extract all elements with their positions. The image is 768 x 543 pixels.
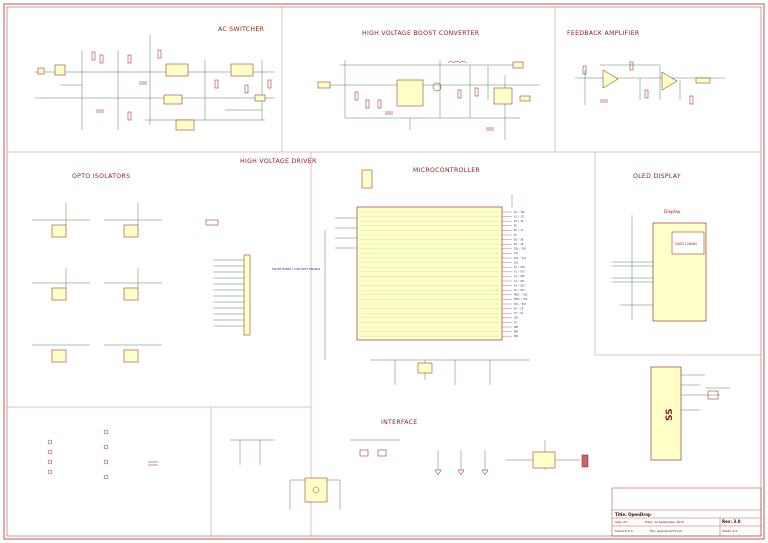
usb-logo: SS bbox=[665, 408, 675, 421]
mcu-pin-label-16: A4 / D22 bbox=[514, 284, 525, 287]
mcu-pin-label-27: PD6 bbox=[514, 335, 519, 338]
mcu-pin-label-9: D11 bbox=[514, 252, 519, 255]
front-panel-note: FRONT PANEL / USB HOST ENABLE bbox=[272, 267, 321, 271]
mcu-pin-label-11: D13 bbox=[514, 261, 519, 264]
section-dividers bbox=[7, 7, 761, 536]
title-block-kicad: KiCad E.D.A. bbox=[615, 529, 634, 533]
mcu-pin-label-10: D12 / A11 bbox=[514, 257, 527, 260]
feedback-passives bbox=[582, 61, 694, 105]
mcu-pin-label-8: D10 / A10 bbox=[514, 248, 527, 251]
mcu-pin-label-13: A1 / D19 bbox=[514, 271, 525, 274]
mcu-pin-label-20: SCK / D15 bbox=[514, 303, 527, 306]
section-title-mcu: MICROCONTROLLER bbox=[413, 167, 480, 174]
mcu-pin-label-12: A0 / D18 bbox=[514, 266, 525, 269]
feedback-circuit bbox=[575, 64, 725, 105]
isp-header bbox=[361, 169, 373, 189]
title-block-rev: Rev: 3.0 bbox=[722, 519, 741, 524]
oled-wiring bbox=[612, 215, 653, 320]
mcu-pin-label-24: SS bbox=[514, 321, 517, 324]
mcu-pin-label-1: D3 / SCL bbox=[514, 215, 525, 218]
section-title-opto: OPTO ISOLATORS bbox=[72, 173, 130, 180]
section-title-hv-driver: HIGH VOLTAGE DRIVER bbox=[240, 158, 317, 165]
interface-driver-ic bbox=[532, 451, 556, 469]
test-points bbox=[47, 429, 158, 480]
section-title-ac-switcher: AC SWITCHER bbox=[218, 26, 265, 33]
mcu-pin-label-0: D2 / SDA bbox=[514, 211, 525, 214]
oled-display-label: Display bbox=[664, 209, 681, 215]
ac-switcher-passives bbox=[91, 49, 272, 121]
mcu-pin-label-23: LED bbox=[514, 317, 519, 320]
mcu-decoupling bbox=[324, 195, 530, 385]
title-block-title: Title: OpenDrop bbox=[615, 512, 651, 517]
title-block-sheet: Sheet: 1/1 bbox=[722, 529, 738, 533]
mcu-pin-label-14: A2 / D20 bbox=[514, 275, 525, 278]
mcu-pin-label-5: D7 bbox=[514, 234, 517, 237]
mcu-pin-label-25: PB0 bbox=[514, 326, 519, 329]
usb-module bbox=[650, 366, 682, 461]
section-title-oled: OLED DISPLAY bbox=[633, 173, 681, 180]
mcu-pin-label-22: TX / D1 bbox=[514, 312, 524, 315]
sheet-inner-border bbox=[6, 6, 762, 537]
section-title-feedback: FEEDBACK AMPLIFIER bbox=[567, 30, 640, 37]
title-block: Title: OpenDrop Size: A3 Date: 12 Septem… bbox=[611, 487, 762, 537]
hv-boost-passives bbox=[354, 60, 494, 131]
section-title-interface: INTERFACE bbox=[381, 419, 418, 426]
title-block-file: File: OpenDropV3.sch bbox=[650, 529, 682, 533]
opto-wiring bbox=[32, 203, 162, 346]
mcu-pin-label-6: D8 / A8 bbox=[514, 238, 524, 241]
ac-switcher-parts bbox=[37, 63, 266, 131]
hv-boost-parts bbox=[317, 61, 531, 107]
sheet-border bbox=[3, 3, 765, 540]
mcu-pin-label-2: D4 / A6 bbox=[514, 220, 524, 223]
hv-driver-connector bbox=[205, 219, 251, 336]
mcu-chip bbox=[356, 206, 503, 341]
mcu-pin-lines bbox=[360, 211, 512, 337]
feedback-opamps bbox=[602, 69, 711, 91]
title-block-size: Size: A3 bbox=[615, 520, 627, 524]
opto-isolators bbox=[51, 224, 139, 363]
speaker bbox=[581, 454, 589, 468]
interface-left-circuit bbox=[230, 439, 341, 510]
mcu-pin-label-15: A3 / D21 bbox=[514, 280, 525, 283]
ac-switcher-circuit bbox=[35, 35, 275, 130]
hv-boost-circuit bbox=[320, 60, 540, 140]
mcu-pin-label-17: A5 / D23 bbox=[514, 289, 525, 292]
mcu-pin-label-26: PB4 bbox=[514, 330, 519, 333]
usb-crystal bbox=[707, 390, 719, 400]
interface-buttons bbox=[359, 449, 489, 476]
oled-screen-text: OLED 128x64 bbox=[675, 242, 697, 246]
mcu-pin-label-18: MOSI / D16 bbox=[514, 294, 528, 297]
mcu-pin-label-3: D5 bbox=[514, 225, 517, 228]
joystick-switch bbox=[304, 477, 328, 503]
section-title-hv-boost: HIGH VOLTAGE BOOST CONVERTER bbox=[362, 30, 480, 37]
joystick-center bbox=[312, 486, 320, 494]
oled-screen bbox=[671, 231, 705, 255]
mcu-pin-label-21: RX / D0 bbox=[514, 307, 524, 310]
mcu-pin-label-19: MISO / D14 bbox=[514, 298, 528, 301]
usb-wiring bbox=[681, 374, 730, 411]
mcu-pin-label-4: D6 / A7 bbox=[514, 229, 524, 232]
voltage-regulator bbox=[417, 362, 433, 374]
mcu-pin-label-7: D9 / A9 bbox=[514, 243, 524, 246]
title-block-date: Date: 12 September 2019 bbox=[645, 520, 684, 524]
